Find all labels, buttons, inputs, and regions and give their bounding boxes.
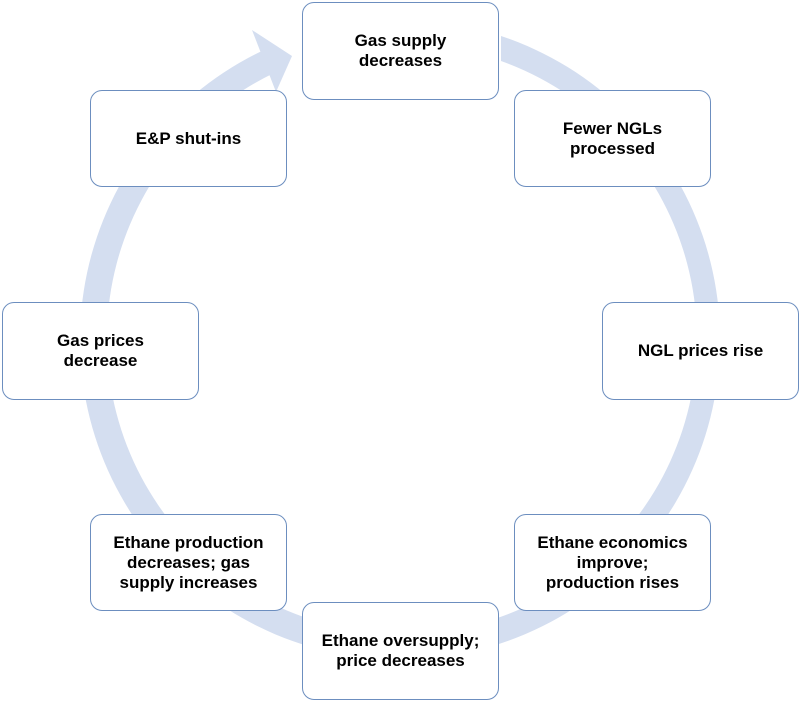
node-gas-prices-decrease: Gas prices decrease (2, 302, 199, 400)
node-ngl-prices-rise: NGL prices rise (602, 302, 799, 400)
cycle-arrow-head (252, 30, 292, 92)
node-ethane-production-decreases: Ethane production decreases; gas supply … (90, 514, 287, 611)
node-gas-supply-decreases: Gas supply decreases (302, 2, 499, 100)
node-fewer-ngls-processed: Fewer NGLs processed (514, 90, 711, 187)
node-ep-shut-ins: E&P shut-ins (90, 90, 287, 187)
node-ethane-oversupply: Ethane oversupply; price decreases (302, 602, 499, 700)
node-ethane-economics-improve: Ethane economics improve; production ris… (514, 514, 711, 611)
